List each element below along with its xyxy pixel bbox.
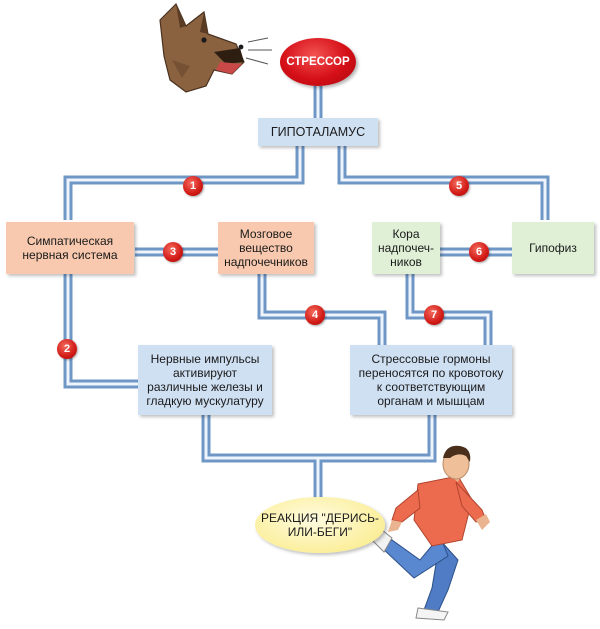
adrenal-medulla-node: Мозговое вещество надпочечников <box>218 222 314 274</box>
hormones-line-2: переносятся по кровотоку <box>358 366 504 380</box>
step-badge-1: 1 <box>183 176 203 196</box>
medulla-line-2: вещество <box>239 241 293 255</box>
hormones-line-3: к соответствующим <box>376 380 486 394</box>
step-badge-3: 3 <box>163 242 183 262</box>
running-man-illustration <box>371 445 490 621</box>
medulla-line-1: Мозговое <box>239 227 293 241</box>
impulses-line-1: Нервные импульсы <box>150 352 260 366</box>
impulses-line-3: различные железы и <box>147 380 263 394</box>
step-badge-2: 2 <box>57 339 77 359</box>
fight-or-flight-reaction-node: РЕАКЦИЯ "ДЕРИСЬ-ИЛИ-БЕГИ" <box>255 497 385 553</box>
sympathetic-line-2: нервная система <box>22 248 118 262</box>
step-badge-3-label: 3 <box>169 246 177 258</box>
connector-pipes <box>63 86 550 498</box>
step-badge-7-label: 7 <box>430 309 438 321</box>
stressor-node: СТРЕССОР <box>280 38 356 86</box>
cortex-line-1: Кора <box>392 227 420 241</box>
step-badge-1-label: 1 <box>189 180 197 192</box>
hormones-line-4: органам и мышцам <box>377 394 485 408</box>
hormones-line-1: Стрессовые гормоны <box>371 352 491 366</box>
impulses-line-4: гладкую мускулатуру <box>146 394 264 408</box>
step-badge-7: 7 <box>424 305 444 325</box>
reaction-line-1: РЕАКЦИЯ <box>260 511 319 525</box>
step-badge-2-label: 2 <box>63 343 71 355</box>
nerve-impulses-node: Нервные импульсы активируют различные же… <box>138 345 272 415</box>
stressor-label: СТРЕССОР <box>286 56 350 68</box>
sympathetic-line-1: Симпатическая <box>26 234 114 248</box>
step-badge-5: 5 <box>449 176 469 196</box>
step-badge-4: 4 <box>305 305 325 325</box>
pituitary-node: Гипофиз <box>512 222 594 274</box>
stress-hormones-node: Стрессовые гормоны переносятся по кровот… <box>350 345 512 415</box>
step-badge-5-label: 5 <box>455 180 463 192</box>
sympathetic-nervous-system-node: Симпатическая нервная система <box>6 222 134 274</box>
cortex-line-3: ников <box>390 255 422 269</box>
cortex-line-2: надпочеч- <box>378 241 434 255</box>
hypothalamus-node: ГИПОТАЛАМУС <box>258 118 378 146</box>
reaction-line-2: "ДЕРИСЬ-ИЛИ-БЕГИ" <box>287 511 380 539</box>
adrenal-cortex-node: Кора надпочеч- ников <box>372 222 440 274</box>
impulses-line-2: активируют <box>172 366 238 380</box>
pituitary-label: Гипофиз <box>529 241 577 255</box>
step-badge-4-label: 4 <box>311 309 319 321</box>
step-badge-6-label: 6 <box>475 246 483 258</box>
step-badge-6: 6 <box>469 242 489 262</box>
dog-head-illustration <box>159 2 272 93</box>
medulla-line-3: надпочечников <box>224 255 308 269</box>
hypothalamus-label: ГИПОТАЛАМУС <box>270 125 366 139</box>
